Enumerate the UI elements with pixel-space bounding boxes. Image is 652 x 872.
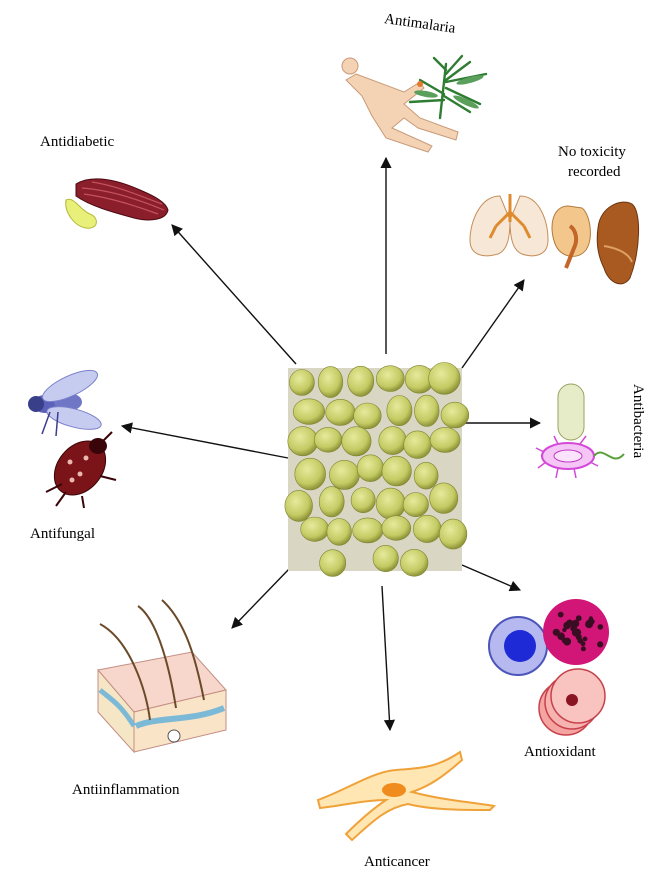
fig-fruit bbox=[430, 483, 458, 514]
fig-fruit bbox=[301, 517, 329, 541]
fig-fruit bbox=[314, 427, 342, 452]
fig-fruit bbox=[320, 550, 346, 577]
arrow-antidiabetic bbox=[172, 225, 296, 364]
granule-dot bbox=[598, 624, 604, 630]
granule-dot bbox=[586, 620, 590, 624]
fig-fruit bbox=[326, 399, 355, 425]
arrow-antifungal bbox=[122, 426, 288, 458]
fig-fruit bbox=[289, 370, 314, 396]
label-antimalaria: Antimalaria bbox=[383, 11, 457, 37]
fig-fruit bbox=[382, 456, 411, 486]
label-toxicity-line1: No toxicity bbox=[558, 144, 626, 160]
fig-fruit bbox=[439, 519, 467, 549]
fig-fruit bbox=[319, 487, 344, 517]
fig-fruit bbox=[342, 427, 371, 456]
muscle-and-pancreas-icon bbox=[66, 179, 168, 228]
fig-fruit bbox=[348, 366, 374, 396]
fig-fruit bbox=[293, 399, 325, 425]
fig-fruit bbox=[295, 458, 326, 490]
fig-fruit bbox=[404, 431, 432, 459]
fig-fruit bbox=[414, 462, 438, 489]
granule-dot bbox=[581, 641, 586, 646]
blood-cells-icon bbox=[489, 599, 609, 735]
label-antidiabetic: Antidiabetic bbox=[40, 134, 114, 150]
fig-fruit bbox=[400, 549, 428, 576]
neuron-cell-icon bbox=[318, 752, 494, 840]
fig-fruit bbox=[351, 488, 375, 513]
fig-fruit bbox=[285, 490, 313, 521]
fig-fruit bbox=[413, 515, 441, 542]
label-antioxidant: Antioxidant bbox=[524, 744, 596, 760]
granule-dot bbox=[574, 629, 581, 636]
fig-fruit bbox=[415, 395, 440, 426]
label-antibacteria: Antibacteria bbox=[630, 384, 646, 458]
granule-dot bbox=[563, 622, 570, 629]
fig-fruit bbox=[318, 367, 343, 398]
arrow-anticancer bbox=[382, 586, 390, 730]
fig-fruit bbox=[382, 516, 411, 541]
fig-fruit bbox=[387, 396, 412, 426]
granule-dot bbox=[583, 637, 588, 642]
fig-fruit bbox=[327, 519, 352, 546]
arrow-antioxidant bbox=[462, 565, 520, 590]
fig-fruit bbox=[288, 427, 318, 456]
label-toxicity-line2: recorded bbox=[568, 164, 621, 180]
arrow-toxicity bbox=[462, 280, 524, 368]
bacteria-icon bbox=[536, 384, 624, 478]
fig-fruit bbox=[376, 366, 404, 392]
skin-cross-section-icon bbox=[98, 600, 226, 752]
fly-and-cockroach-icon bbox=[28, 364, 116, 508]
fig-fruits-photo bbox=[285, 363, 469, 577]
fig-fruit bbox=[430, 427, 460, 452]
lungs-kidney-liver-icon bbox=[470, 194, 639, 284]
fig-fruit bbox=[429, 363, 461, 395]
granule-dot bbox=[581, 646, 586, 651]
granule-dot bbox=[589, 616, 593, 620]
fig-fruit bbox=[354, 403, 382, 429]
fig-fruit bbox=[329, 460, 359, 489]
arrow-antiinflammation bbox=[232, 568, 290, 628]
label-antifungal: Antifungal bbox=[30, 526, 95, 542]
human-and-plant-icon bbox=[342, 56, 486, 152]
fig-fruit bbox=[441, 402, 469, 428]
fig-fruit bbox=[373, 545, 398, 571]
granule-dot bbox=[572, 620, 580, 628]
fig-fruit bbox=[403, 493, 428, 517]
label-antiinflammation: Antiinflammation bbox=[72, 782, 180, 798]
fig-fruit bbox=[376, 488, 405, 519]
fig-fruit bbox=[357, 455, 384, 482]
label-anticancer: Anticancer bbox=[364, 854, 430, 870]
fig-fruit bbox=[353, 518, 383, 543]
granule-dot bbox=[557, 632, 565, 640]
granule-dot bbox=[558, 612, 564, 618]
fig-fruit bbox=[379, 427, 407, 455]
granule-dot bbox=[597, 641, 603, 647]
